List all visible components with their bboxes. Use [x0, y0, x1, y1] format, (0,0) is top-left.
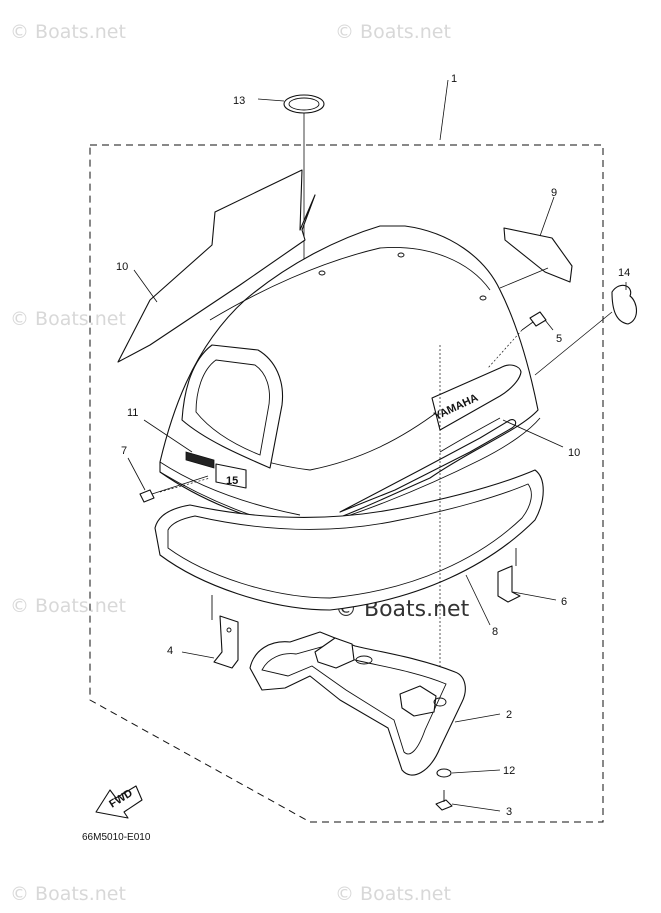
leader-3 [451, 803, 501, 812]
leader-7-dotted [159, 477, 211, 493]
leader-10-left [133, 269, 158, 303]
holder-boss-right [399, 685, 437, 717]
diagram-code: 66M5010-E010 [82, 832, 151, 843]
leader-9-b [499, 267, 549, 289]
callout-11[interactable]: 11 [127, 407, 138, 419]
leader-4 [181, 651, 215, 659]
leader-10-right [502, 419, 564, 448]
callout-4[interactable]: 4 [167, 645, 173, 657]
callout-8[interactable]: 8 [492, 626, 498, 638]
forward-arrow: FWD [95, 785, 143, 819]
watermark: © Boats.net [10, 21, 126, 43]
callout-1[interactable]: 1 [451, 73, 457, 85]
decal-stripe [339, 419, 517, 513]
gasket-inner [167, 483, 532, 599]
leader-5-dotted [487, 329, 523, 369]
screw-7-shank [151, 475, 209, 495]
callout-6[interactable]: 6 [561, 596, 567, 608]
callout-7[interactable]: 7 [121, 445, 127, 457]
callout-12[interactable]: 12 [503, 765, 515, 777]
holder-rim [261, 645, 447, 755]
top-cowling-1[interactable] [159, 225, 541, 531]
cowling-crown [209, 247, 491, 321]
callout-2[interactable]: 2 [506, 709, 512, 721]
holder-2[interactable] [249, 631, 466, 776]
holder-hole [433, 697, 447, 707]
assembly-boundary [89, 144, 604, 823]
callout-10-left[interactable]: 10 [116, 261, 128, 273]
bracket-4-body [213, 615, 239, 669]
cowling-hole [479, 295, 487, 301]
bracket-6[interactable] [497, 548, 521, 603]
screw-7[interactable] [139, 475, 209, 503]
leader-5 [544, 319, 554, 331]
leader-2 [454, 713, 501, 723]
callout-10-right[interactable]: 10 [568, 447, 580, 459]
callout-14[interactable]: 14 [618, 267, 630, 279]
grommet-14[interactable] [611, 284, 638, 325]
leader-1 [439, 79, 449, 141]
decal-stripe-line [439, 417, 501, 453]
leader-9 [539, 196, 555, 237]
bracket-4[interactable] [211, 595, 239, 669]
seal-ring-inner [288, 97, 320, 111]
emblem-11[interactable]: 15 [185, 451, 247, 489]
bracket-4-hole [226, 627, 232, 633]
emblem-hp-plate [215, 463, 247, 489]
leader-13 [257, 98, 285, 102]
yamaha-decal-panel [431, 364, 522, 431]
callout-9[interactable]: 9 [551, 187, 557, 199]
bolt-5[interactable] [521, 311, 547, 331]
leader-6 [512, 591, 557, 601]
leader-8 [465, 574, 491, 626]
cowling-vent-inner [195, 359, 270, 456]
watermark: © Boats.net [335, 21, 451, 43]
cowling-vent-outer [181, 344, 284, 469]
leader-12 [451, 769, 501, 774]
washer-12[interactable] [436, 768, 452, 778]
watermark: © Boats.net [10, 308, 126, 330]
seal-gasket-8[interactable] [154, 469, 544, 611]
bolt-3[interactable] [435, 790, 453, 811]
watermark: © Boats.net [10, 883, 126, 905]
holder-body [249, 631, 466, 776]
screw-7-head [139, 489, 155, 503]
callout-3[interactable]: 3 [506, 806, 512, 818]
bolt-5-head [529, 311, 547, 327]
leader-11 [143, 419, 193, 453]
gasket-outer [154, 469, 544, 611]
emblem-hp-text: 15 [226, 475, 238, 487]
cowling-hole [397, 252, 405, 258]
top-decal-9[interactable] [503, 227, 573, 283]
side-decal-left-10[interactable] [117, 169, 316, 363]
bolt-3-head [435, 799, 453, 811]
holder-boss-left [314, 637, 355, 669]
bracket-6-body [497, 565, 521, 603]
watermark: © Boats.net [335, 883, 451, 905]
watermark: © Boats.net [10, 595, 126, 617]
cowling-rim-lower [159, 461, 301, 516]
leader-14-b [534, 311, 613, 376]
fwd-arrow-shape [95, 785, 143, 819]
callout-13[interactable]: 13 [233, 95, 245, 107]
cowling-rim [159, 417, 541, 531]
side-decal-right-10[interactable]: YAMAHA [339, 364, 522, 513]
cowling-hole [318, 270, 326, 276]
emblem-plate [185, 451, 215, 469]
bolt-5-shank [521, 321, 534, 331]
holder-hole [355, 655, 373, 665]
leader-7 [127, 457, 146, 491]
callout-5[interactable]: 5 [556, 333, 562, 345]
